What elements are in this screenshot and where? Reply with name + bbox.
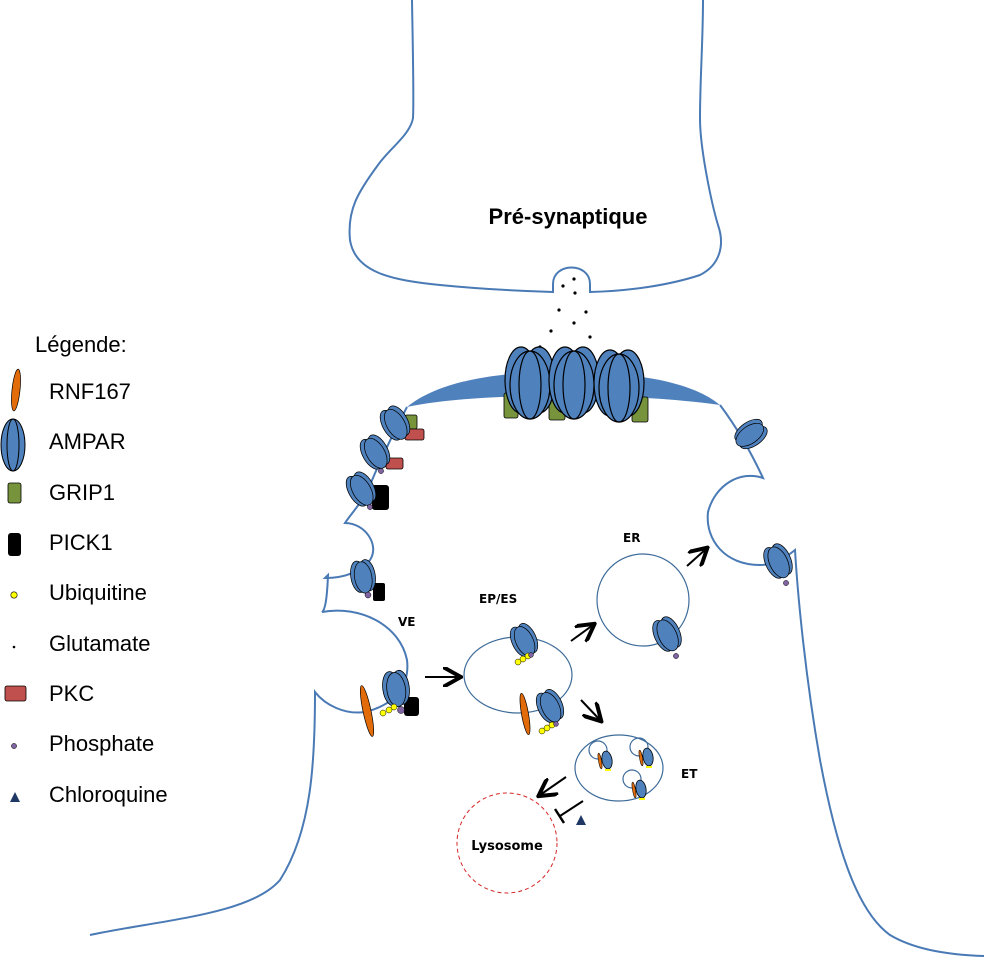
lysosome <box>456 792 558 894</box>
epes-label: EP/ES <box>479 592 517 606</box>
glutamate-icon <box>12 645 16 649</box>
ampar-icon <box>0 418 26 472</box>
ubiquitine-icon <box>10 591 18 599</box>
ampar-right-membrane <box>729 414 772 455</box>
rnf167-icon <box>11 368 21 412</box>
grip1-icon <box>7 482 22 504</box>
ampar-pkc-phosphate <box>355 430 404 475</box>
phosphate-icon <box>11 743 17 749</box>
ampar-pick1-phosphate <box>341 467 389 512</box>
pkc-icon <box>4 685 27 702</box>
er-label: ER <box>623 531 640 545</box>
arrow-et-to-lysosome <box>540 776 567 795</box>
presynaptic-membrane <box>348 0 722 294</box>
legend-label-pick1: PICK1 <box>49 530 113 555</box>
ve-label: VE <box>398 615 415 629</box>
er-ampar-phosphate <box>648 613 687 659</box>
lysosome-label: Lysosome <box>471 839 543 854</box>
chloroquine-marker <box>576 815 586 825</box>
ampar-grip1-pkc <box>375 401 425 446</box>
glutamate-molecules <box>538 277 592 349</box>
legend: Légende: RNF167 AMPAR GRIP1 PICK1 Ubiqui… <box>0 332 168 807</box>
ve-ampar-complex <box>359 668 419 737</box>
postsynaptic-membrane <box>89 406 409 936</box>
arrow-er-to-membrane <box>686 549 706 566</box>
et-vesicle <box>574 734 664 802</box>
chloroquine-inhibition <box>553 800 584 824</box>
epes-ampar-ubiquitinated <box>505 620 543 666</box>
legend-label-glutamate: Glutamate <box>49 631 151 656</box>
legend-label-ubiquitine: Ubiquitine <box>49 580 147 605</box>
legend-heading: Légende: <box>35 332 127 357</box>
et-intraluminal-vesicles <box>588 737 654 800</box>
arrow-epes-to-et <box>580 699 600 720</box>
presynaptic-label: Pré-synaptique <box>489 204 648 229</box>
ampar-right-recycled <box>759 540 798 586</box>
arrow-epes-to-er <box>570 625 593 641</box>
legend-label-grip1: GRIP1 <box>49 480 115 505</box>
chloroquine-icon <box>10 792 20 802</box>
legend-label-chloroquine: Chloroquine <box>49 782 168 807</box>
postsynaptic-membrane-right <box>706 404 984 957</box>
synaptic-ampar-cluster <box>503 346 649 423</box>
legend-label-rnf167: RNF167 <box>49 379 131 404</box>
legend-label-phosphate: Phosphate <box>49 731 154 756</box>
legend-label-ampar: AMPAR <box>49 429 126 454</box>
legend-label-pkc: PKC <box>49 681 94 706</box>
er-vesicle <box>596 553 690 647</box>
epes-ampar-rnf167 <box>519 686 569 736</box>
pick1-icon <box>8 533 21 556</box>
ampar-pick1-endocytic <box>347 557 385 601</box>
et-label: ET <box>681 767 698 781</box>
